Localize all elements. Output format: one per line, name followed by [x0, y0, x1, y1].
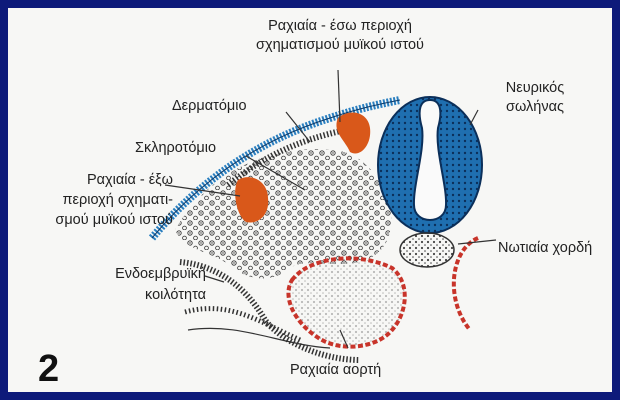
- label-myotome-medial-line1: Ραχιαία - έσω περιοχή: [230, 18, 450, 35]
- label-myotome-lateral-line1: Ραχιαία - έξω: [8, 172, 173, 189]
- label-myotome-medial-line2: σχηματισμού μυϊκού ιστού: [230, 37, 450, 54]
- panel-number: 2: [38, 348, 59, 391]
- notochord: [400, 233, 454, 267]
- myotome-medial: [336, 113, 370, 154]
- dorsal-aorta: [288, 258, 404, 346]
- label-sclerotome: Σκληροτόμιο: [135, 140, 216, 157]
- label-neural-tube-line2: σωλήνας: [490, 99, 580, 116]
- label-myotome-lateral-line3: σμού μυϊκού ιστού: [8, 212, 173, 229]
- label-neural-tube-line1: Νευρικός: [490, 80, 580, 97]
- label-myotome-lateral-line2: περιοχή σχηματι-: [8, 192, 173, 209]
- label-intraembryonic-line2: κοιλότητα: [48, 287, 206, 304]
- label-dermatome: Δερματόμιο: [172, 98, 247, 115]
- diagram-panel: Ραχιαία - έσω περιοχή σχηματισμού μυϊκού…: [8, 8, 612, 392]
- label-neural-tube: Νευρικός σωλήνας: [490, 80, 580, 116]
- label-intraembryonic-line1: Ενδοεμβρυϊκή: [48, 266, 206, 283]
- label-myotome-lateral: Ραχιαία - έξω περιοχή σχηματι- σμού μυϊκ…: [8, 172, 173, 229]
- label-notochord: Νωτιαία χορδή: [498, 240, 592, 257]
- label-myotome-medial: Ραχιαία - έσω περιοχή σχηματισμού μυϊκού…: [230, 18, 450, 54]
- label-dorsal-aorta: Ραχιαία αορτή: [290, 362, 381, 379]
- label-intraembryonic-cavity: Ενδοεμβρυϊκή κοιλότητα: [48, 266, 206, 304]
